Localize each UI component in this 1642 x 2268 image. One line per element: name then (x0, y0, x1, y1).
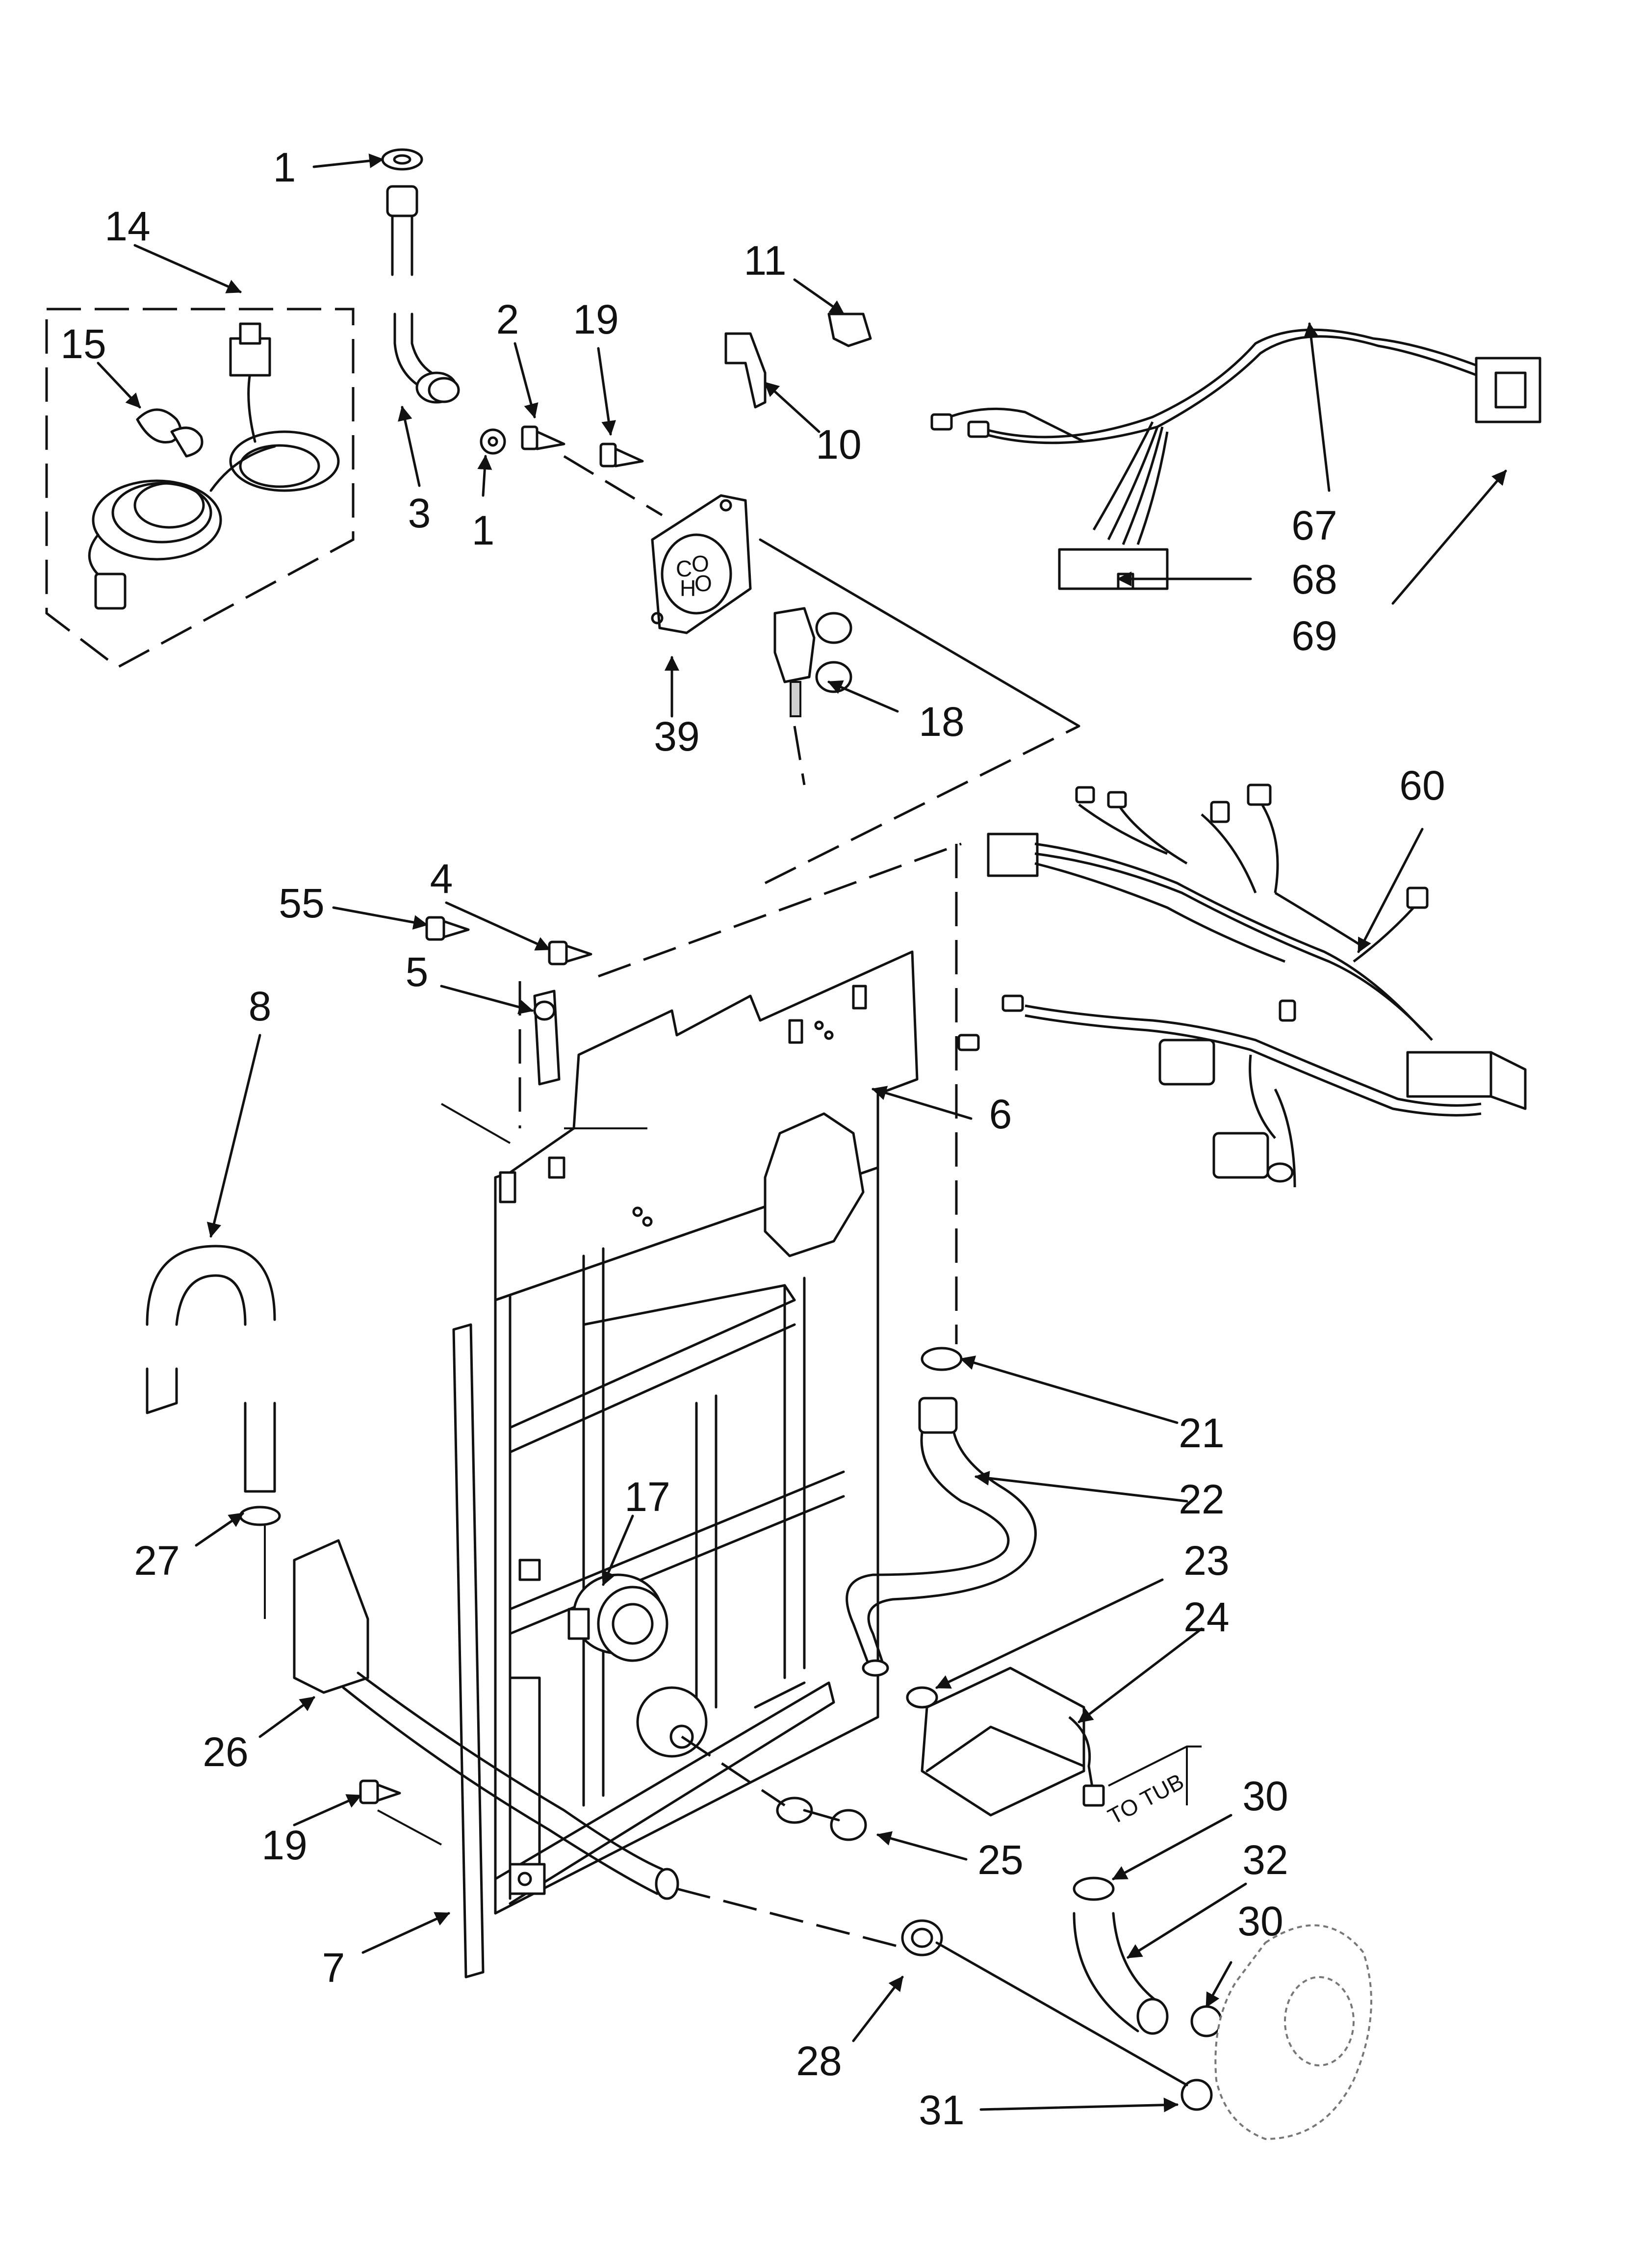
leader-arrows (97, 153, 1507, 2112)
callout-8: 8 (249, 983, 272, 1029)
callout-27: 27 (134, 1538, 180, 1584)
callout-26: 26 (203, 1729, 248, 1775)
callout-32: 32 (1242, 1837, 1288, 1883)
brackets (724, 313, 872, 409)
callout-25: 25 (977, 1837, 1023, 1883)
drain-hose (146, 1245, 923, 1979)
fill-hose (381, 148, 506, 455)
callout-69: 69 (1291, 613, 1337, 659)
valve-label-h: H (680, 575, 696, 601)
callout-24: 24 (1183, 1594, 1229, 1640)
callout-labels: 1 14 15 3 1 2 19 11 10 67 68 69 39 18 60… (60, 144, 1445, 2133)
power-cord-kit (45, 308, 355, 669)
callout-22: 22 (1179, 1476, 1224, 1522)
callout-28: 28 (796, 2038, 842, 2084)
water-valve (773, 607, 852, 785)
callout-23: 23 (1183, 1538, 1229, 1584)
clamp-28 (901, 1919, 1188, 2086)
sensor-bracket: TO TUB (906, 1667, 1202, 1829)
callout-2: 2 (496, 296, 519, 342)
screws-mid (359, 916, 592, 1804)
callout-18: 18 (919, 699, 964, 745)
callout-10: 10 (816, 421, 861, 468)
pressure-hose (846, 844, 1037, 1677)
callout-7: 7 (322, 1945, 345, 1991)
valve-plate: C O H O (651, 494, 752, 634)
callout-30b: 30 (1237, 1898, 1283, 1944)
callout-67: 67 (1291, 502, 1337, 548)
callout-55: 55 (279, 880, 324, 926)
to-tub-label: TO TUB (1103, 1769, 1188, 1829)
callout-14: 14 (104, 203, 150, 249)
callout-15: 15 (60, 321, 106, 367)
callout-30a: 30 (1242, 1773, 1288, 1819)
callout-3: 3 (408, 490, 431, 536)
callout-21: 21 (1179, 1410, 1224, 1456)
callout-17: 17 (624, 1474, 670, 1520)
callout-11: 11 (744, 237, 786, 284)
callout-6: 6 (989, 1091, 1012, 1137)
callout-19b: 19 (261, 1822, 307, 1868)
plug-cap (636, 1686, 867, 1841)
callout-1a: 1 (273, 144, 296, 190)
callout-60: 60 (1399, 762, 1445, 808)
callout-1b: 1 (472, 507, 495, 553)
callout-19a: 19 (573, 296, 618, 342)
callout-68: 68 (1291, 556, 1337, 602)
screws-top (521, 425, 663, 517)
callout-31: 31 (919, 2087, 964, 2133)
wire-harness-upper (930, 328, 1541, 590)
valve-label-c: C (676, 556, 692, 581)
callout-39: 39 (654, 713, 699, 759)
pressure-switch (567, 1573, 668, 1662)
tub-outlet (1073, 1877, 1372, 2140)
valve-label-o1: O (692, 551, 709, 576)
callout-5: 5 (406, 949, 429, 995)
wire-harness-main (957, 783, 1527, 1188)
valve-label-o2: O (694, 571, 712, 596)
console-panel (494, 950, 919, 1915)
callout-4: 4 (430, 856, 453, 902)
